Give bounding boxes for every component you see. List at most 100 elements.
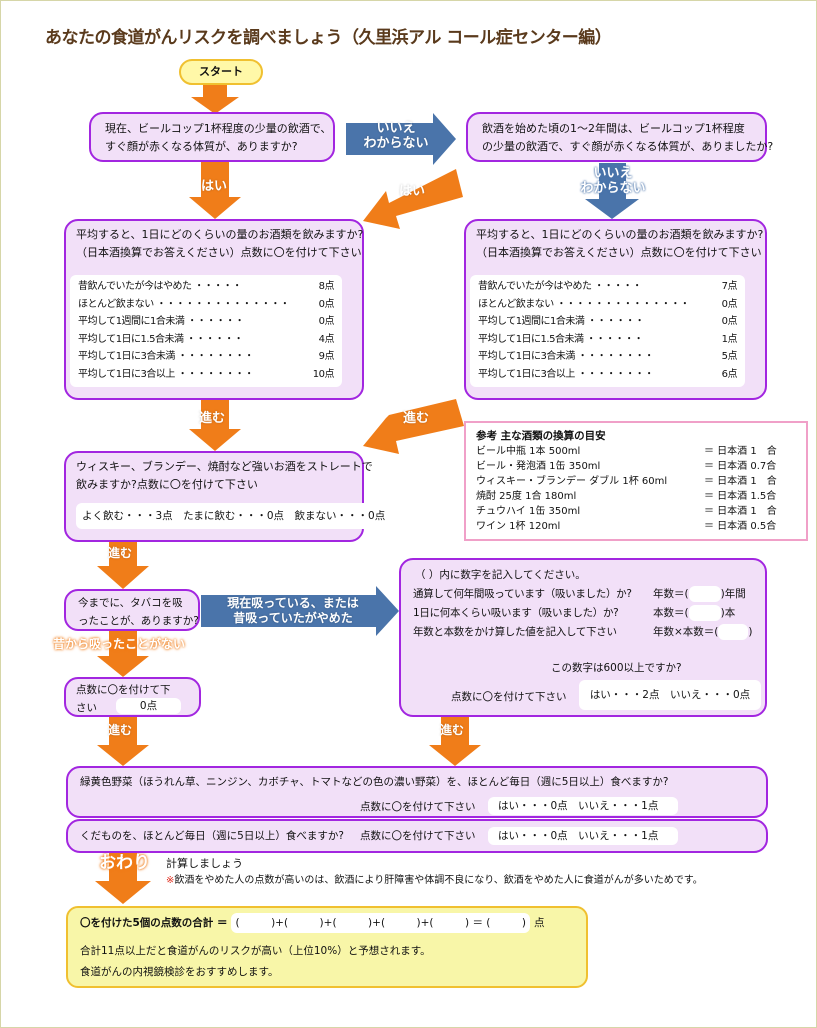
option-row[interactable]: 平均して1日に3合未満 ・・・・・・・・ 5点 — [478, 348, 738, 366]
sum-formula-field[interactable]: ( )+( )+( )+( )+( ) ＝ ( ) — [231, 913, 530, 933]
question-text: （日本酒換算でお答えください）点数に〇を付けて下さい — [476, 246, 762, 259]
product-close: ) — [748, 626, 753, 638]
smoking-index-box: （ ）内に数字を記入してください。 通算して何年間吸っています（吸いました）か?… — [399, 558, 767, 717]
reference-row: 焼酎 25度 1合 180ml＝ 日本酒 1.5合 — [476, 491, 777, 502]
options-field[interactable]: はい・・・0点 いいえ・・・1点 — [488, 797, 678, 815]
label-go: 進む — [108, 546, 133, 560]
label-no: いいえ — [593, 166, 633, 181]
options-field[interactable]: よく飲む・・・3点 たまに飲む・・・0点 飲まない・・・0点 — [76, 503, 392, 529]
option-points: 7点 — [721, 281, 738, 292]
option-label: 平均して1日に3合未満 ・・・・・・・・ — [478, 351, 654, 362]
question-text: （日本酒換算でお答えください）点数に〇を付けて下さい — [76, 246, 362, 259]
option-label: 平均して1週間に1合未満 ・・・・・・ — [78, 316, 245, 327]
option-points: 5点 — [721, 351, 738, 362]
question-text: 今までに、タバコを吸 — [78, 597, 183, 609]
instruction-text: （ ）内に数字を記入してください。 — [415, 569, 586, 581]
label-go-diagonal: 進む — [403, 411, 430, 426]
question-text: くだものを、ほとんど毎日（週に5日以上）食べますか? — [80, 830, 344, 842]
options-list: 昔飲んでいたが今はやめた ・・・・・ 7点 ほとんど飲まない ・・・・・・・・・・… — [470, 275, 745, 387]
sum-unit: 点 — [534, 917, 545, 929]
option-label: 平均して1日に3合以上 ・・・・・・・・ — [78, 368, 254, 380]
prompt-text: 点数に〇を付けて下さい — [451, 691, 567, 703]
label-go: 進む — [199, 411, 226, 426]
arrow-q1-yes — [189, 162, 241, 219]
reference-row: ワイン 1杯 120ml＝ 日本酒 0.5合 — [476, 521, 777, 532]
question-strong-liquor: ウィスキー、ブランデー、焼酎など強いお酒をストレートで 飲みますか?点数に〇を付… — [64, 451, 392, 542]
product-input[interactable] — [718, 624, 749, 640]
prompt-text: 点数に〇を付けて下 — [76, 684, 171, 696]
arrow-q2-yes-diagonal — [363, 169, 463, 229]
option-label: 平均して1週間に1合未満 ・・・・・・ — [478, 316, 645, 327]
option-label: 昔飲んでいたが今はやめた ・・・・・ — [78, 281, 242, 292]
question-flush-now: 現在、ビールコップ1杯程度の少量の飲酒で、 すぐ顔が赤くなる体質が、ありますか? — [89, 112, 335, 162]
question-smoking: 今までに、タバコを吸 ったことが、ありますか? — [64, 589, 200, 631]
option-points: 10点 — [312, 368, 335, 380]
question-fruit: くだものを、ほとんど毎日（週に5日以上）食べますか? 点数に〇を付けて下さい は… — [66, 819, 768, 853]
label-go: 進む — [108, 723, 133, 737]
option-label: 昔飲んでいたが今はやめた ・・・・・ — [478, 281, 642, 292]
label-smoke-current: 現在吸っている、または — [227, 596, 359, 610]
arrow-q4-go — [97, 541, 149, 589]
prompt-text: さい — [76, 702, 97, 714]
option-points: 0点 — [721, 316, 738, 327]
option-row[interactable]: 平均して1日に1.5合未満 ・・・・・・1点 — [478, 331, 738, 349]
reference-table: 参考 主な酒類の換算の目安 ビール中瓶 1本 500ml＝ 日本酒 1 合 ビー… — [464, 421, 808, 541]
option-points: 0点 — [318, 298, 335, 310]
count-question: 1日に何本くらい吸います（吸いました）か? — [413, 607, 619, 619]
arrow-q3b-go-diagonal — [363, 399, 464, 454]
question-text: 緑黄色野菜（ほうれん草、ニンジン、カボチャ、トマトなどの色の濃い野菜）を、ほとん… — [80, 776, 669, 788]
reference-row: ウィスキー・ブランデー ダブル 1杯 60ml＝ 日本酒 1 合 — [476, 476, 777, 487]
option-points: 0点 — [721, 298, 738, 310]
reference-title: 参考 主な酒類の換算の目安 — [476, 430, 606, 442]
option-points: 4点 — [318, 333, 335, 345]
option-points: 9点 — [318, 351, 335, 362]
years-input[interactable] — [688, 586, 721, 602]
option-row[interactable]: 昔飲んでいたが今はやめた ・・・・・ 8点 — [78, 278, 335, 296]
question-text: 平均すると、1日にどのくらいの量のお酒類を飲みますか? — [76, 228, 364, 241]
question-text: の少量の飲酒で、すぐ顔が赤くなる体質が、ありましたか? — [482, 140, 774, 153]
options-field[interactable]: はい・・・2点 いいえ・・・0点 — [579, 680, 761, 710]
option-row[interactable]: 平均して1週間に1合未満 ・・・・・・ 0点 — [478, 313, 738, 331]
question-text: ウィスキー、ブランデー、焼酎など強いお酒をストレートで — [76, 460, 373, 473]
label-never-smoked: 昔から吸ったことがない — [53, 637, 186, 651]
option-row[interactable]: 平均して1週間に1合未満 ・・・・・・ 0点 — [78, 313, 335, 331]
arrow-end — [95, 853, 151, 904]
option-row[interactable]: 平均して1日に3合以上 ・・・・・・・・6点 — [478, 366, 738, 384]
option-label: 平均して1日に3合以上 ・・・・・・・・ — [478, 368, 654, 380]
option-row[interactable]: 平均して1日に3合以上 ・・・・・・・・ 10点 — [78, 366, 335, 384]
never-smoked-score: 点数に〇を付けて下 さい 0点 — [64, 677, 201, 717]
note-mark: ※ — [166, 875, 175, 886]
option-points: 0点 — [318, 316, 335, 327]
label-unknown: わからない — [363, 136, 429, 151]
arrow-start-down — [191, 85, 239, 114]
label-unknown: わからない — [580, 181, 646, 196]
risk-text: 合計11点以上だと食道がんのリスクが高い（上位10%）と予想されます。 — [80, 945, 431, 957]
arrow-never — [97, 631, 149, 677]
question-text: ったことが、ありますか? — [78, 615, 199, 627]
label-yes: はい — [201, 179, 228, 194]
option-points: 8点 — [318, 281, 335, 292]
label-go: 進む — [440, 723, 465, 737]
page-title: あなたの食道がんリスクを調べましょう（久里浜アル コール症センター編） — [45, 28, 612, 48]
option-row[interactable]: 昔飲んでいたが今はやめた ・・・・・ 7点 — [478, 278, 738, 296]
option-label: 平均して1日に1.5合未満 ・・・・・・ — [78, 333, 244, 345]
options-field[interactable]: はい・・・0点 いいえ・・・1点 — [488, 827, 678, 845]
option-label: 平均して1日に3合未満 ・・・・・・・・ — [78, 351, 254, 362]
option-label: 平均して1日に1.5合未満 ・・・・・・ — [478, 333, 644, 345]
arrow-q5no-go — [97, 717, 149, 766]
count-input[interactable] — [688, 605, 721, 621]
option-row[interactable]: ほとんど飲まない ・・・・・・・・・・・・・・ 0点 — [78, 296, 335, 314]
years-question: 通算して何年間吸っています（吸いました）か? — [413, 588, 632, 600]
label-end: おわり — [99, 853, 150, 873]
score-field[interactable]: 0点 — [116, 698, 181, 714]
question-text: 飲みますか?点数に〇を付けて下さい — [76, 478, 258, 491]
option-row[interactable]: 平均して1日に3合未満 ・・・・・・・・ 9点 — [78, 348, 335, 366]
option-row[interactable]: 平均して1日に1.5合未満 ・・・・・・ 4点 — [78, 331, 335, 349]
arrow-q1-no — [346, 113, 456, 165]
arrow-smoke-yes — [201, 586, 399, 636]
option-row[interactable]: ほとんど飲まない ・・・・・・・・・・・・・・0点 — [478, 296, 738, 314]
sum-label: 〇を付けた5個の点数の合計 ＝ — [80, 917, 228, 929]
recommendation-text: 食道がんの内視鏡検診をおすすめします。 — [80, 966, 279, 978]
option-label: ほとんど飲まない ・・・・・・・・・・・・・・ — [78, 298, 290, 310]
